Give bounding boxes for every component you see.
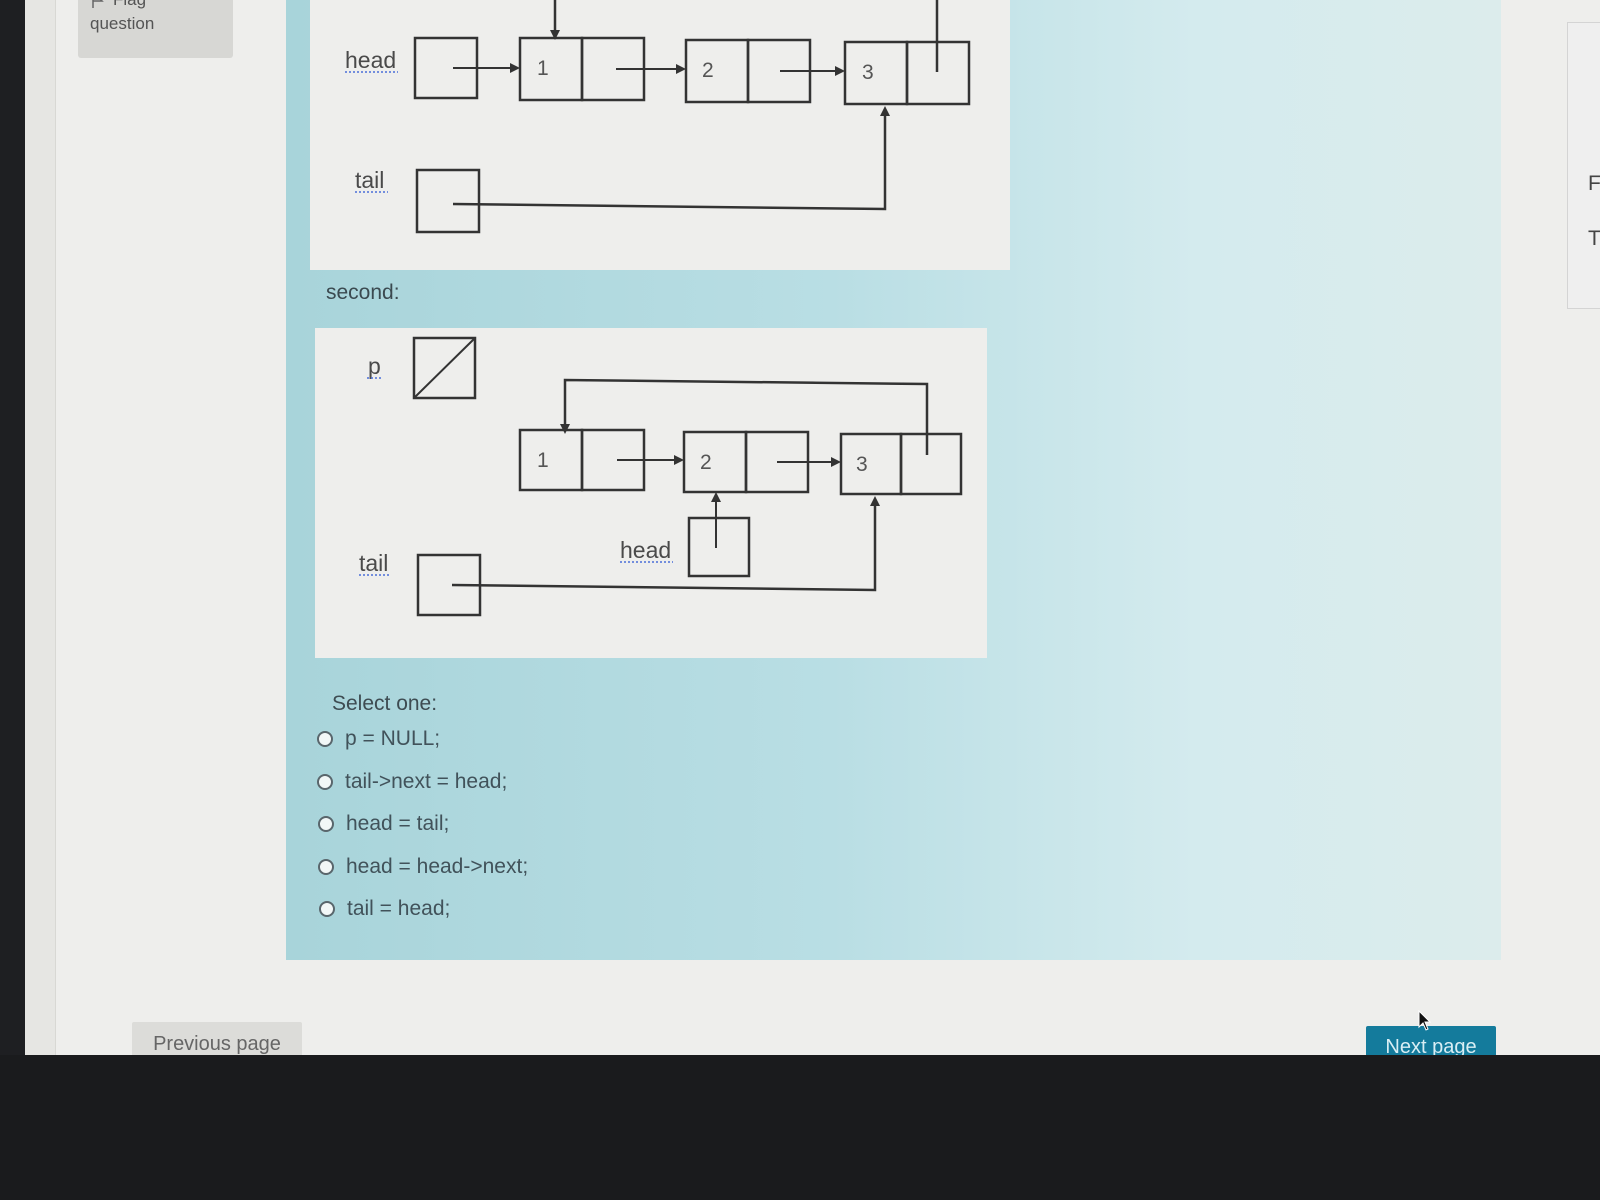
node-1-value-second: 1 — [537, 449, 549, 472]
next-page-button[interactable]: Next page — [1366, 1026, 1496, 1055]
monitor-bezel — [0, 1055, 1600, 1200]
tail-label-second: tail — [359, 550, 388, 576]
radio-button[interactable] — [318, 816, 334, 832]
radio-button[interactable] — [319, 901, 335, 917]
head-label: head — [345, 47, 396, 73]
node-3-value-second: 3 — [856, 453, 868, 476]
select-one-label: Select one: — [332, 692, 438, 715]
left-rail — [25, 0, 56, 1055]
p-label: p — [368, 353, 381, 379]
node-2-value: 2 — [702, 59, 714, 82]
option-tail-head[interactable]: tail = head; — [319, 897, 450, 921]
node-2-value-second: 2 — [700, 451, 712, 474]
tail-label: tail — [355, 167, 384, 193]
flag-label-line1: Flag — [113, 0, 146, 10]
tail-pointer-box — [415, 168, 481, 234]
right-sidebar-text-2: T — [1588, 227, 1600, 250]
head-pointer-box-second — [687, 516, 751, 578]
node-1-value: 1 — [537, 57, 549, 80]
flag-label-line2: question — [90, 14, 155, 33]
right-sidebar — [1567, 22, 1600, 309]
option-tail-next-head[interactable]: tail->next = head; — [317, 770, 507, 794]
diagram-first-svg: head tail 1 2 3 — [345, 0, 971, 234]
diagram-second: p 1 2 3 head — [315, 328, 987, 658]
diagram-first: head tail 1 2 3 — [310, 0, 1010, 270]
mouse-cursor-icon — [1418, 1009, 1432, 1031]
option-label: tail = head; — [347, 897, 451, 920]
option-label: tail->next = head; — [345, 770, 508, 793]
radio-button[interactable] — [317, 774, 333, 790]
node-1-data-second — [518, 428, 584, 492]
flag-question-button[interactable]: Flag question — [78, 0, 233, 58]
diagram-second-svg: p 1 2 3 head — [359, 336, 963, 617]
node-2-data-second — [682, 430, 748, 494]
option-label: p = NULL; — [345, 727, 441, 750]
p-pointer-box — [412, 336, 477, 400]
node-3-next-second — [899, 432, 963, 496]
option-label: head = head->next; — [346, 855, 529, 878]
radio-button[interactable] — [317, 731, 333, 747]
flag-icon — [92, 0, 104, 8]
head-label-second: head — [620, 537, 671, 563]
second-label: second: — [326, 281, 400, 304]
node-3-data-second — [839, 432, 903, 496]
previous-page-button[interactable]: Previous page — [132, 1022, 302, 1055]
option-p-null[interactable]: p = NULL; — [317, 727, 440, 751]
browser-screen: Flag question head tail 1 2 — [25, 0, 1600, 1055]
node-3-data — [843, 40, 909, 106]
option-head-head-next[interactable]: head = head->next; — [318, 855, 528, 879]
node-3-value: 3 — [862, 61, 874, 84]
option-label: head = tail; — [346, 812, 450, 835]
option-head-tail[interactable]: head = tail; — [318, 812, 449, 836]
node-1-data — [518, 36, 584, 102]
right-sidebar-text-1: F — [1588, 172, 1600, 195]
radio-button[interactable] — [318, 859, 334, 875]
node-2-data — [684, 38, 750, 104]
